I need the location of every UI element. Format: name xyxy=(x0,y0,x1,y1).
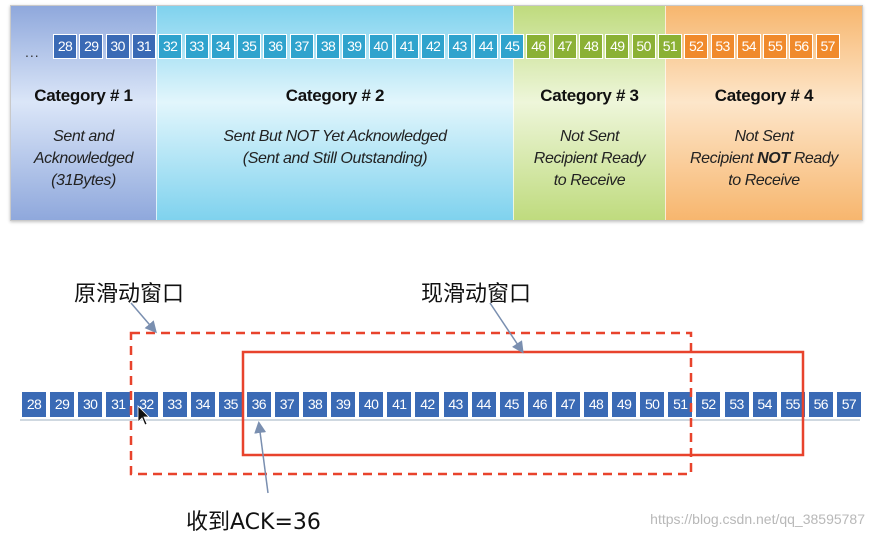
category-description-line: Not Sent xyxy=(559,128,620,145)
new-sliding-window xyxy=(241,350,805,457)
sequence-cell: 38 xyxy=(302,391,328,418)
sequence-cell: 30 xyxy=(77,391,104,418)
sequence-baseline xyxy=(20,419,860,421)
category-title: Category # 4 xyxy=(714,86,814,105)
sequence-cell: 45 xyxy=(498,391,525,418)
sequence-cell: 39 xyxy=(330,391,357,418)
old-window-label: 原滑动窗口 xyxy=(74,282,185,307)
sequence-cell: 48 xyxy=(579,34,603,59)
sequence-cell: 49 xyxy=(605,34,630,59)
old-window-arrow xyxy=(130,302,157,334)
not-emphasis: NOT xyxy=(757,150,790,167)
sequence-cell: 46 xyxy=(526,391,553,418)
sequence-cell: 43 xyxy=(447,34,472,59)
category-description-line: Not Sent xyxy=(734,128,794,145)
sequence-cell: 28 xyxy=(53,34,77,59)
sequence-cell: 35 xyxy=(217,391,244,418)
new-window-label: 现滑动窗口 xyxy=(421,282,532,307)
sequence-cell: 49 xyxy=(611,391,638,418)
sequence-cell: 41 xyxy=(394,34,419,59)
sequence-cell: 38 xyxy=(316,34,340,59)
sequence-cell: 53 xyxy=(710,34,735,59)
sequence-cell: 42 xyxy=(421,34,446,59)
category-description-line: (31Bytes) xyxy=(51,172,116,189)
sequence-cell: 34 xyxy=(210,34,235,59)
sequence-cell: 44 xyxy=(470,391,497,418)
sequence-cell: 47 xyxy=(552,34,577,59)
sequence-cell: 55 xyxy=(763,34,788,59)
new-window-arrow xyxy=(489,302,524,354)
ack-arrow xyxy=(254,421,269,494)
sequence-cell: 32 xyxy=(158,34,183,59)
sequence-cell: 57 xyxy=(835,391,862,418)
sequence-cell: 40 xyxy=(358,391,385,418)
category-title: Category # 3 xyxy=(540,86,639,105)
sequence-cell: 34 xyxy=(189,391,216,418)
sequence-cell: 37 xyxy=(273,391,300,418)
sequence-cell: 29 xyxy=(49,391,76,418)
sequence-cell: 45 xyxy=(500,34,525,59)
old-sliding-window xyxy=(129,331,693,476)
sequence-cell: 28 xyxy=(21,391,47,418)
sequence-cell: 36 xyxy=(263,34,288,59)
sequence-cell: 31 xyxy=(105,391,132,418)
sequence-cell: 47 xyxy=(554,391,581,418)
sequence-cell: 30 xyxy=(105,34,130,59)
category-description-line: to Receive xyxy=(728,172,800,189)
sequence-cell: 31 xyxy=(131,34,156,59)
category-description-line: Sent and xyxy=(53,128,114,145)
ack-label: 收到ACK=36 xyxy=(186,510,321,535)
sequence-cell: 50 xyxy=(631,34,656,59)
sequence-cell: 50 xyxy=(639,391,666,418)
category-description-line: Recipient NOT Ready xyxy=(689,150,839,167)
sequence-cell: 51 xyxy=(667,391,694,418)
sequence-cell: 36 xyxy=(245,391,272,418)
sequence-cell: 46 xyxy=(526,34,551,59)
category-title: Category # 1 xyxy=(34,86,133,105)
sequence-cell: 55 xyxy=(779,391,806,418)
sequence-cell: 41 xyxy=(386,391,413,418)
sequence-cell: 48 xyxy=(583,391,609,418)
sequence-cell: 56 xyxy=(807,391,834,418)
sequence-cell: 53 xyxy=(723,391,750,418)
category-description: Sent But NOT Yet Acknowledged (Sent and S… xyxy=(161,126,509,170)
sequence-cell: 52 xyxy=(684,34,709,59)
leading-ellipsis: ... xyxy=(25,44,40,60)
sequence-cell: 42 xyxy=(414,391,441,418)
category-description-line: Recipient Ready xyxy=(533,150,646,167)
sequence-cell: 52 xyxy=(695,391,722,418)
category-title: Category # 2 xyxy=(285,86,385,105)
category-description-line: to Receive xyxy=(553,172,626,189)
sequence-cell: 33 xyxy=(184,34,209,59)
sequence-cell: 40 xyxy=(368,34,393,59)
sequence-cell: 54 xyxy=(751,391,778,418)
watermark: https://blog.csdn.net/qq_38595787 xyxy=(650,511,865,527)
sequence-cell: 39 xyxy=(342,34,367,59)
sequence-cell: 33 xyxy=(161,391,188,418)
sequence-cell: 57 xyxy=(815,34,840,59)
sequence-cell: 29 xyxy=(79,34,104,59)
sequence-cell: 56 xyxy=(789,34,814,59)
mouse-cursor-icon xyxy=(137,405,150,426)
sequence-cell: 37 xyxy=(289,34,314,59)
sequence-cell: 51 xyxy=(657,34,682,59)
category-description-line: Sent But NOT Yet Acknowledged xyxy=(223,128,447,145)
category-description-line: Acknowledged xyxy=(33,150,134,167)
sequence-cell: 44 xyxy=(473,34,498,59)
sequence-cell: 54 xyxy=(736,34,761,59)
sequence-cell: 43 xyxy=(442,391,469,418)
sequence-cell: 35 xyxy=(237,34,262,59)
category-description-line: (Sent and Still Outstanding) xyxy=(242,150,428,167)
